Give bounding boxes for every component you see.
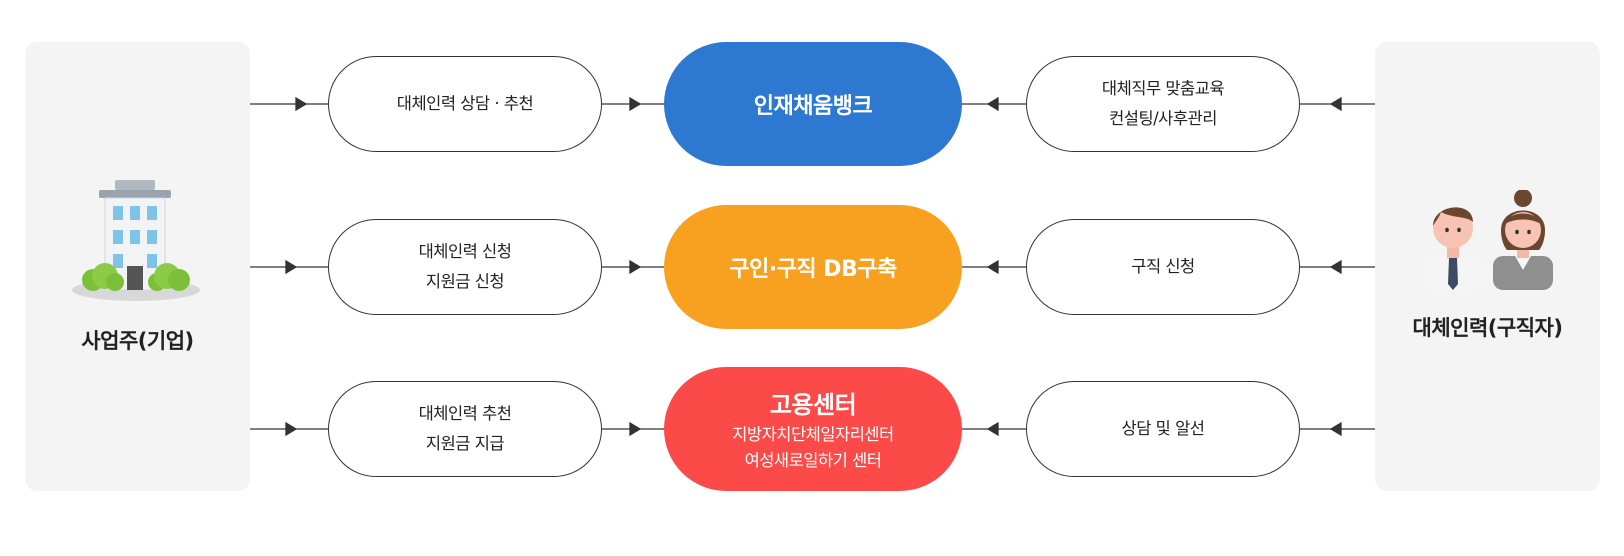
pill-text-line: 대체직무 맞춤교육 [1101, 79, 1225, 98]
pill-text-line: 지원금 지급 [425, 434, 505, 453]
arrow-right-icon [629, 421, 642, 437]
employer-panel: 사업주(기업) [25, 42, 250, 491]
arrow-left-icon [1329, 259, 1342, 275]
jobseeker-service-pill-3: 상담 및 알선 [1026, 381, 1300, 477]
arrow-left-icon [986, 421, 999, 437]
pill-text-line: 지원금 신청 [425, 272, 505, 291]
pill-text-line: 대체인력 상담 · 추천 [396, 94, 534, 113]
arrow-left-icon [986, 259, 999, 275]
arrow-right-icon [285, 421, 298, 437]
building-icon [72, 180, 200, 301]
hub-subtitle-line: 여성새로일하기 센터 [744, 450, 882, 470]
arrow-right-icon [629, 259, 642, 275]
hub-title: 고용센터 [769, 390, 857, 419]
arrow-left-icon [986, 96, 999, 112]
pill-text-line: 상담 및 알선 [1121, 419, 1205, 438]
jobseeker-panel: 대체인력(구직자) [1375, 42, 1600, 491]
arrow-right-icon [295, 96, 308, 112]
hub-db-build: 구인·구직 DB구축 [664, 205, 962, 329]
hub-title: 구인·구직 DB구축 [729, 257, 897, 282]
jobseeker-label: 대체인력(구직자) [1412, 316, 1563, 340]
employer-service-pill-2: 대체인력 신청 지원금 신청 [328, 219, 602, 315]
people-icon [1423, 190, 1553, 290]
pill-text-line: 컨설팅/사후관리 [1109, 109, 1217, 128]
hub-title: 인재채움뱅크 [753, 94, 873, 119]
arrow-left-icon [1329, 96, 1342, 112]
arrow-right-icon [629, 96, 642, 112]
jobseeker-service-pill-2: 구직 신청 [1026, 219, 1300, 315]
hub-talent-bank: 인재채움뱅크 [664, 42, 962, 166]
pill-text-line: 구직 신청 [1131, 257, 1195, 276]
jobseeker-service-pill-1: 대체직무 맞춤교육 컨설팅/사후관리 [1026, 56, 1300, 152]
employer-service-pill-3: 대체인력 추천 지원금 지급 [328, 381, 602, 477]
hub-subtitle-line: 지방자치단체일자리센터 [732, 424, 894, 444]
hub-employment-center: 고용센터 지방자치단체일자리센터 여성새로일하기 센터 [664, 367, 962, 491]
arrow-right-icon [285, 259, 298, 275]
employer-service-pill-1: 대체인력 상담 · 추천 [328, 56, 602, 152]
pill-text-line: 대체인력 추천 [418, 404, 512, 423]
arrow-left-icon [1329, 421, 1342, 437]
pill-text-line: 대체인력 신청 [418, 242, 512, 261]
employer-label: 사업주(기업) [81, 329, 194, 353]
